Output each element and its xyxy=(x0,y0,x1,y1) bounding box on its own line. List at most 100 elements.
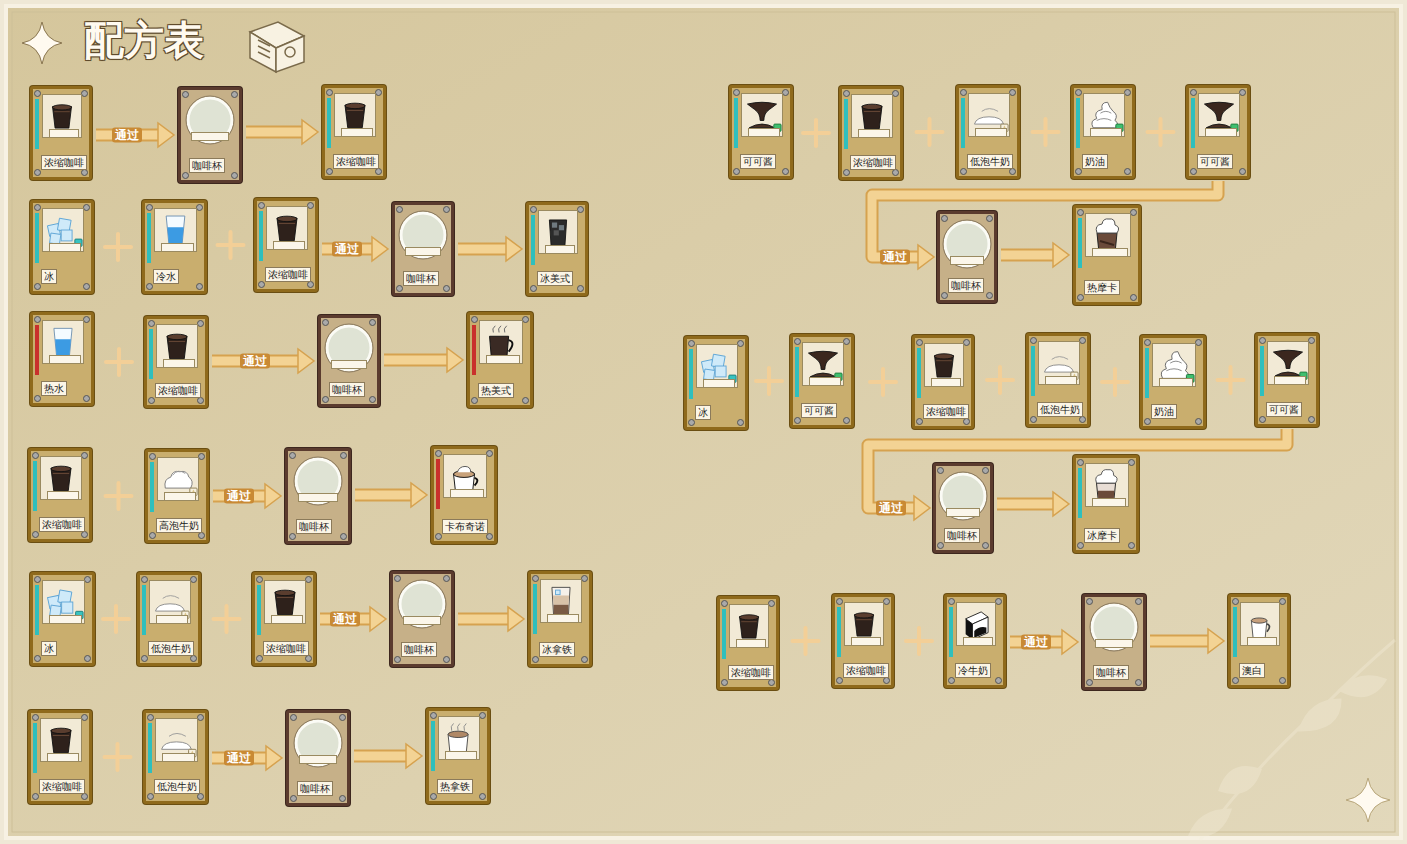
icon-part xyxy=(62,602,73,613)
icon-part xyxy=(61,230,72,241)
plus-stroke xyxy=(1148,119,1174,145)
card-name: 冰美式 xyxy=(537,271,573,286)
blank-slot xyxy=(1092,248,1128,257)
corner-rivet xyxy=(1077,459,1084,466)
plate-rim xyxy=(939,472,987,520)
arrow-head xyxy=(914,496,930,520)
icon-part xyxy=(53,735,69,736)
corner-rivet xyxy=(81,714,88,721)
corner-rivet xyxy=(375,168,382,175)
blank-slot xyxy=(403,616,441,625)
plus-stroke xyxy=(103,606,129,632)
corner-rivet xyxy=(435,450,442,457)
ingredient-card: 澳白 xyxy=(1228,594,1290,688)
arrow-label: 通过 xyxy=(330,612,360,627)
arrow-label: 通过 xyxy=(224,751,254,766)
plus-stroke xyxy=(870,369,896,395)
icon-part xyxy=(862,104,882,109)
cup-card: 咖啡杯 xyxy=(933,463,993,553)
plate-circle xyxy=(401,213,445,257)
corner-rivet xyxy=(1239,168,1246,175)
arrow-label: 通过 xyxy=(224,489,254,504)
card-name: 低泡牛奶 xyxy=(154,779,200,794)
temperature-bar xyxy=(142,585,146,635)
ingredient-card: 浓缩咖啡 xyxy=(252,572,316,666)
corner-rivet xyxy=(34,169,41,176)
blank-slot xyxy=(736,639,766,648)
corner-rivet xyxy=(339,714,346,721)
temperature-bar xyxy=(257,585,261,635)
blank-slot xyxy=(748,128,780,137)
corner-rivet xyxy=(960,89,967,96)
card-name: 浓缩咖啡 xyxy=(728,665,774,680)
arrow-body xyxy=(354,752,406,761)
temperature-bar xyxy=(1233,607,1237,657)
corner-rivet xyxy=(256,576,263,583)
corner-rivet xyxy=(81,90,88,97)
card-name: 冷水 xyxy=(153,269,179,284)
ingredient-card: 浓缩咖啡 xyxy=(144,316,208,408)
corner-rivet xyxy=(34,204,41,211)
card-name: 低泡牛奶 xyxy=(967,154,1013,169)
icon-part xyxy=(715,366,726,377)
temperature-bar xyxy=(35,99,39,149)
ingredient-card: 热美式 xyxy=(467,312,533,408)
flow-arrow xyxy=(320,607,386,631)
icon-part xyxy=(552,587,570,617)
temperature-bar xyxy=(472,325,476,375)
ingredient-card: 冰摩卡 xyxy=(1073,455,1139,553)
corner-rivet xyxy=(81,793,88,800)
arrow-outline xyxy=(1010,636,1062,649)
corner-rivet xyxy=(883,677,890,684)
corner-rivet xyxy=(1279,677,1286,684)
corner-rivet xyxy=(1190,168,1197,175)
blank-slot xyxy=(405,247,441,256)
card-name: 可可酱 xyxy=(801,403,837,418)
icon-part xyxy=(347,110,363,111)
blank-slot xyxy=(931,378,961,387)
ingredient-card: 低泡牛奶 xyxy=(1026,333,1090,427)
plus-stroke xyxy=(218,232,244,258)
blank-slot xyxy=(161,243,194,252)
page-title: 配方表 xyxy=(84,16,204,64)
corner-rivet xyxy=(1195,339,1202,346)
blank-slot xyxy=(1045,376,1077,385)
ingredient-card: 浓缩咖啡 xyxy=(254,198,318,292)
corner-rivet xyxy=(394,656,401,663)
blank-slot xyxy=(1090,128,1122,137)
plate-circle xyxy=(188,98,232,142)
corner-rivet xyxy=(340,452,347,459)
flow-arrow xyxy=(1150,629,1224,653)
corner-rivet xyxy=(290,795,297,802)
arrow-label: 通过 xyxy=(876,501,906,516)
corner-rivet xyxy=(1144,339,1151,346)
temperature-bar xyxy=(148,723,152,773)
icon-part xyxy=(552,223,557,228)
corner-rivet xyxy=(963,418,970,425)
corner-rivet xyxy=(986,292,993,299)
plate-rim xyxy=(943,220,991,268)
ingredient-card: 浓缩咖啡 xyxy=(832,594,894,688)
corner-rivet xyxy=(326,168,333,175)
plate-rim xyxy=(186,96,234,144)
corner-rivet xyxy=(688,419,695,426)
blank-slot xyxy=(298,493,338,502)
icon-part xyxy=(448,731,468,737)
cup-card: 咖啡杯 xyxy=(285,448,351,544)
corner-rivet xyxy=(34,655,41,662)
corner-rivet xyxy=(198,453,205,460)
temperature-bar xyxy=(533,584,537,634)
corner-rivet xyxy=(34,316,41,323)
icon-part xyxy=(747,102,776,120)
plate-icon xyxy=(395,209,451,265)
plate-icon xyxy=(288,455,348,511)
card-name: 咖啡杯 xyxy=(1093,665,1129,680)
icon-part xyxy=(285,47,295,57)
icon-part xyxy=(1220,768,1260,793)
corner-rivet xyxy=(190,576,197,583)
plus-sign xyxy=(793,628,819,654)
icon-part xyxy=(553,596,569,605)
card-name: 澳白 xyxy=(1239,663,1265,678)
corner-rivet xyxy=(1077,542,1084,549)
corner-rivet xyxy=(369,319,376,326)
